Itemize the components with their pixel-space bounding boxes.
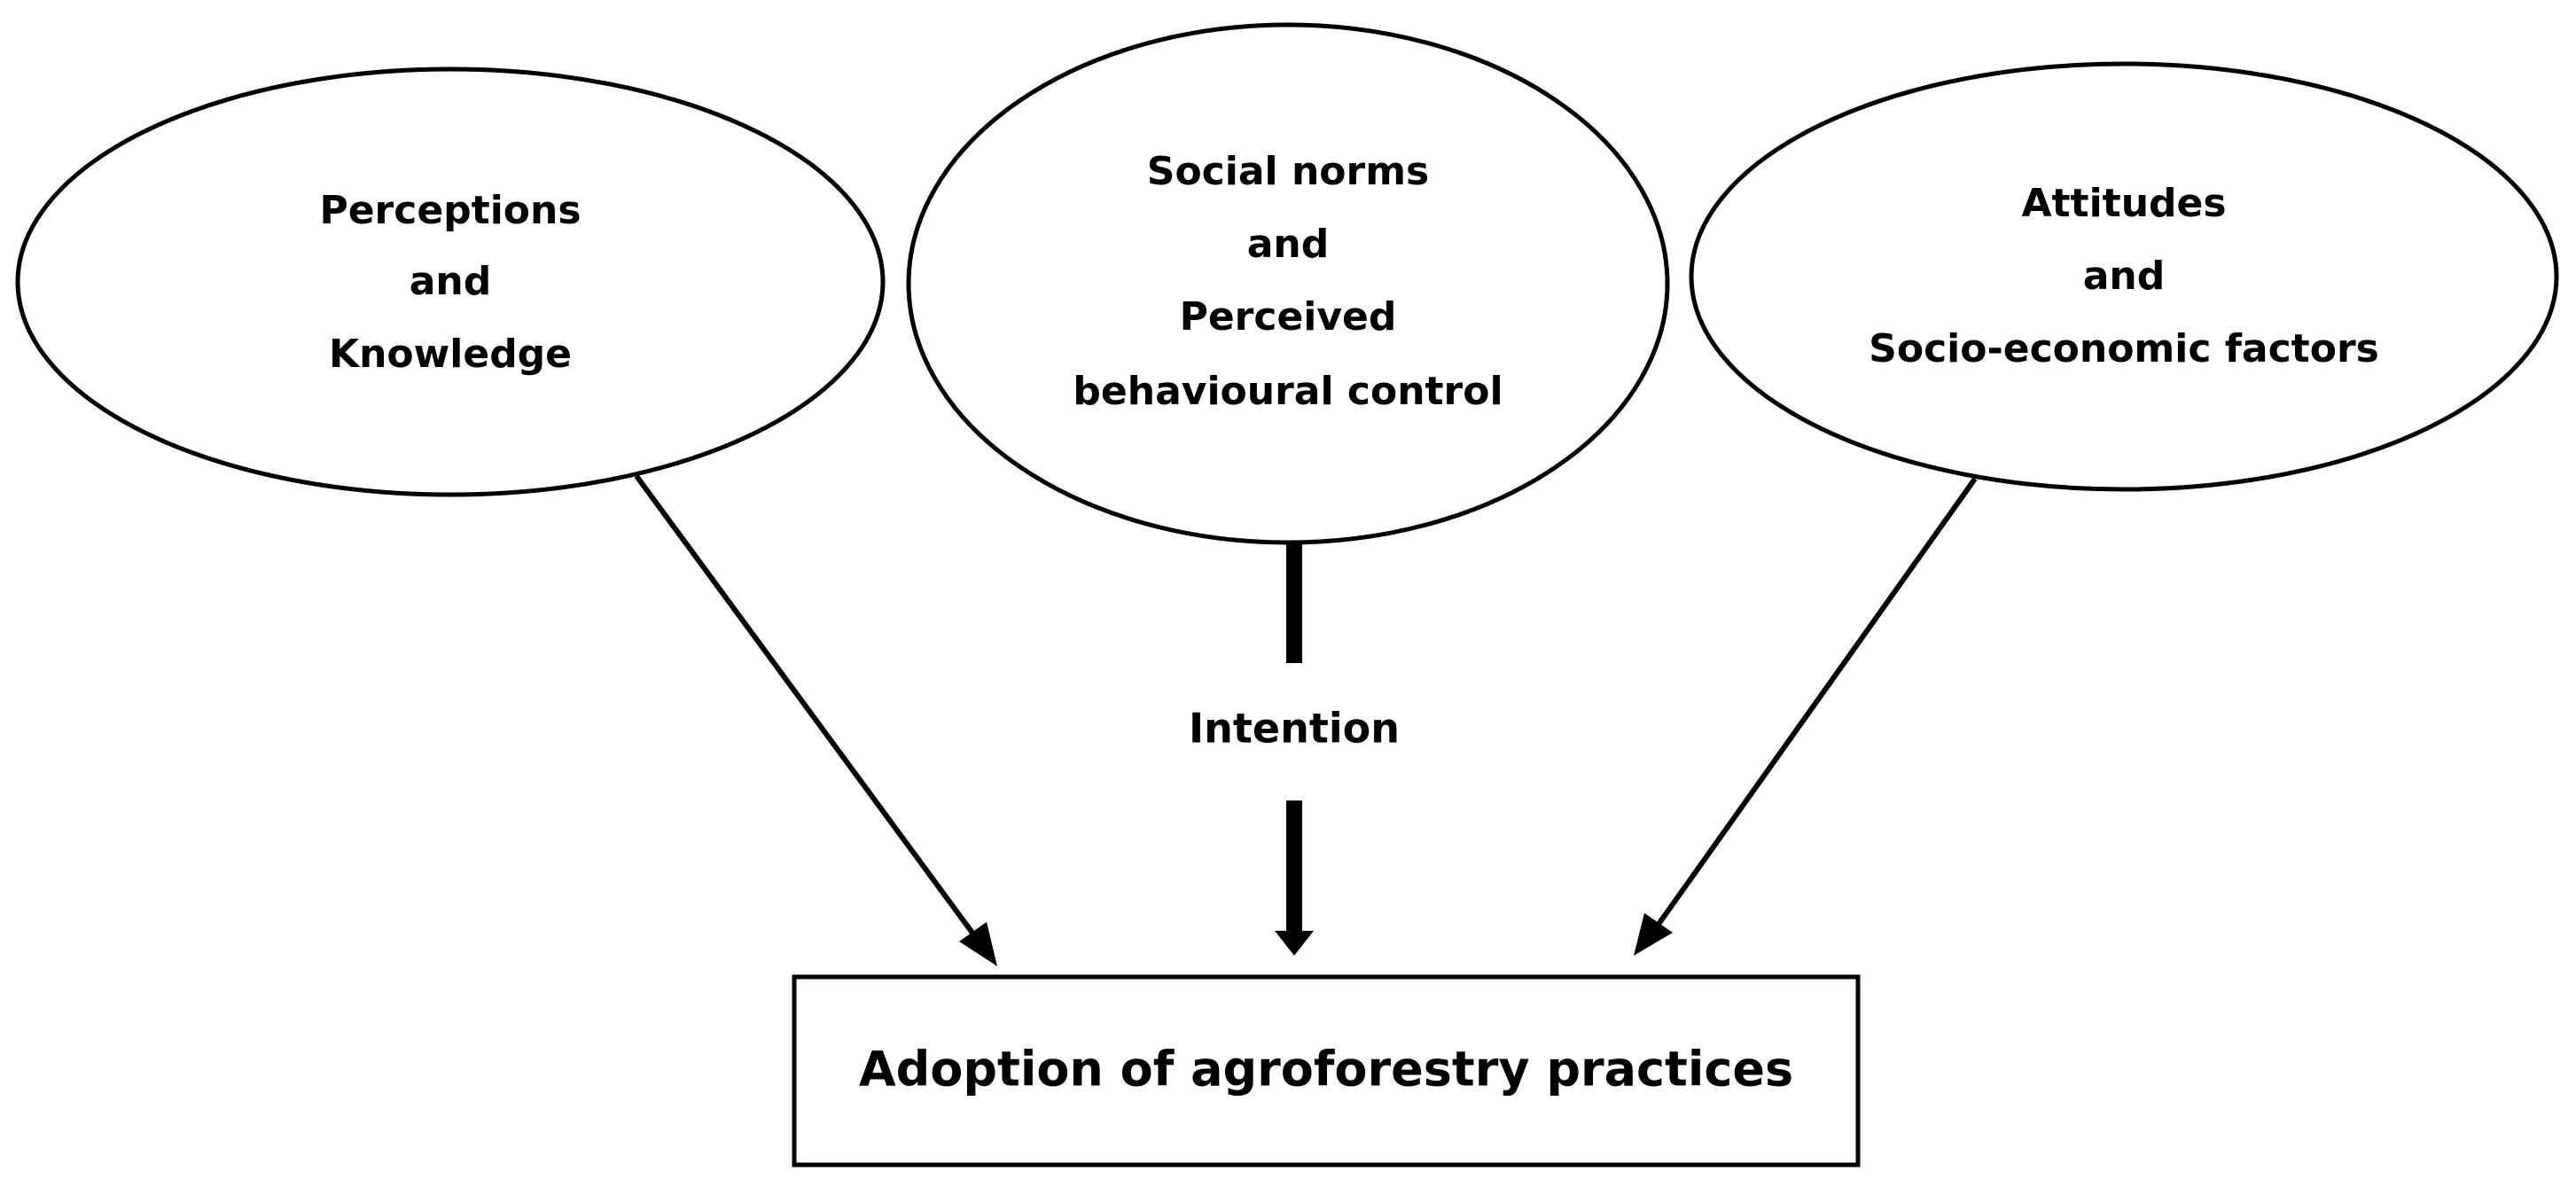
label-perceptions-2: and [410, 259, 492, 304]
arrowhead-perceptions [959, 922, 997, 966]
box-adoption [792, 974, 1861, 1167]
arrow-attitudes-to-adoption [1646, 477, 1978, 940]
arrow-perceptions-to-adoption [634, 474, 987, 950]
label-attitudes-3: Socio-economic factors [1869, 326, 2379, 371]
arrowhead-attitudes [1634, 913, 1673, 956]
node-perceptions: Perceptions and Knowledge [15, 66, 886, 497]
label-social-2: and [1247, 222, 1330, 267]
label-adoption: Adoption of agroforestry practices [859, 1042, 1793, 1097]
label-perceptions-3: Knowledge [329, 332, 572, 377]
label-perceptions-1: Perceptions [319, 188, 581, 233]
label-social-4: behavioural control [1073, 369, 1503, 414]
ellipse-social [906, 22, 1670, 545]
node-attitudes: Attitudes and Socio-economic factors [1689, 61, 2559, 492]
label-intention: Intention [1189, 705, 1400, 753]
ellipse-perceptions [15, 66, 886, 497]
node-adoption: Adoption of agroforestry practices [792, 974, 1861, 1167]
label-attitudes-2: and [2083, 254, 2166, 299]
label-social-3: Perceived [1180, 294, 1397, 340]
label-attitudes-1: Attitudes [2021, 181, 2226, 226]
label-social-1: Social norms [1147, 149, 1429, 194]
edges [634, 474, 1978, 966]
ellipse-attitudes [1689, 61, 2559, 492]
node-social: Social norms and Perceived behavioural c… [906, 22, 1670, 545]
arrowhead-intention [1275, 931, 1314, 956]
